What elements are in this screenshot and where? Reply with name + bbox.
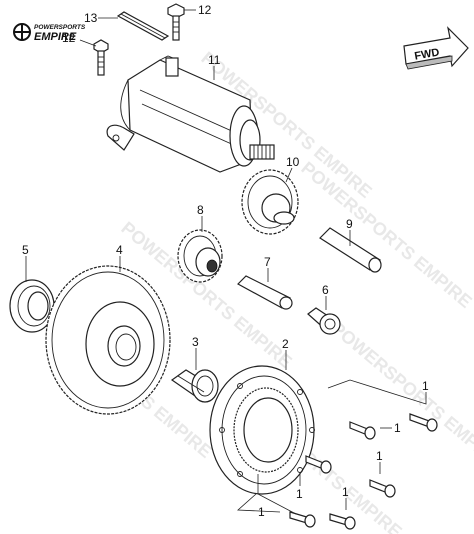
callout-1-e: 1 xyxy=(258,505,265,519)
callout-10: 10 xyxy=(286,155,300,169)
bolt-f xyxy=(329,513,356,530)
callout-7: 7 xyxy=(264,255,271,269)
callout-1-a: 1 xyxy=(422,379,429,393)
forward-arrow-icon: FWD xyxy=(403,26,469,70)
part-4-large-gear xyxy=(45,265,171,415)
callout-13: 13 xyxy=(84,11,98,25)
bolt-c xyxy=(305,455,332,474)
part-9-shaft xyxy=(319,227,382,273)
callout-5: 5 xyxy=(22,243,29,257)
callout-1-b: 1 xyxy=(394,421,401,435)
callout-1-f: 1 xyxy=(342,485,349,499)
part-12-bolt-upper xyxy=(167,3,185,41)
part-5-ring xyxy=(9,279,55,333)
leader-lines xyxy=(25,9,427,515)
logo-name: EMPIRE xyxy=(34,31,77,43)
callout-12-upper: 12 xyxy=(198,3,212,17)
logo-emblem-icon xyxy=(13,23,31,41)
callout-1-c: 1 xyxy=(296,487,303,501)
watermark-text: POWERSPORTS EMPIRE xyxy=(327,318,474,472)
callout-11: 11 xyxy=(208,53,221,67)
part-3-needle-bearing xyxy=(170,369,219,403)
part-8-gear xyxy=(177,229,223,283)
bolt-d xyxy=(369,479,396,498)
callouts: 13 12 12 11 10 9 8 7 6 5 4 3 2 1 1 1 1 1… xyxy=(22,3,429,519)
logo-tagline: POWERSPORTS xyxy=(34,24,86,31)
part-6-bushing xyxy=(307,307,341,335)
part-10-idle-gear xyxy=(241,169,299,235)
callout-3: 3 xyxy=(192,335,199,349)
callout-12-lower: 12 xyxy=(62,31,76,45)
forward-arrow-label: FWD xyxy=(414,46,441,62)
bolt-a xyxy=(409,413,438,432)
brand-logo: POWERSPORTS EMPIRE xyxy=(13,23,86,43)
callout-1-d: 1 xyxy=(376,449,383,463)
callout-9: 9 xyxy=(346,217,353,231)
bolt-e xyxy=(289,511,316,528)
callout-8: 8 xyxy=(197,203,204,217)
callout-2: 2 xyxy=(282,337,289,351)
part-11-starter-motor xyxy=(106,55,275,173)
part-1-bolts xyxy=(289,413,438,530)
callout-6: 6 xyxy=(322,283,329,297)
bolt-b xyxy=(349,421,376,440)
callout-4: 4 xyxy=(116,243,123,257)
part-2-clutch-housing xyxy=(209,365,315,495)
part-12-bolt-lower xyxy=(93,39,109,76)
part-13-bolt xyxy=(116,11,170,41)
part-7-pin xyxy=(237,275,293,310)
